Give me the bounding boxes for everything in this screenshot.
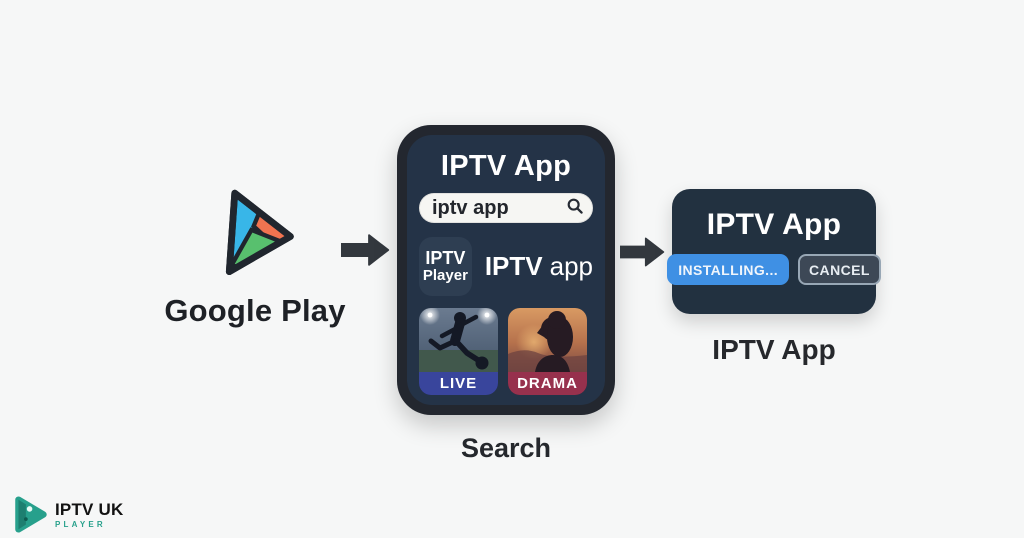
brand-logo: IPTV UK PLAYER bbox=[12, 495, 123, 534]
app-tile-line2: Player bbox=[422, 267, 468, 285]
thumbnail-drama-label: DRAMA bbox=[508, 372, 587, 395]
thumbnail-live-label: LIVE bbox=[419, 372, 498, 395]
arrow-right-icon bbox=[340, 229, 390, 271]
thumbnail-drama[interactable]: DRAMA bbox=[508, 308, 587, 395]
google-play-logo-group: Google Play bbox=[160, 184, 350, 329]
play-button-icon bbox=[12, 495, 49, 534]
thumbnail-live[interactable]: LIVE bbox=[419, 308, 498, 395]
result-name-rest: app bbox=[549, 251, 593, 281]
search-bar[interactable] bbox=[419, 193, 593, 223]
woman-silhouette-scene bbox=[508, 308, 587, 372]
magnifier-icon[interactable] bbox=[566, 197, 584, 220]
arrow-right-icon bbox=[619, 233, 665, 271]
phone-screen-title: IPTV App bbox=[440, 150, 572, 182]
cancel-button[interactable]: CANCEL bbox=[798, 254, 881, 285]
install-step-caption: IPTV App bbox=[712, 334, 836, 365]
google-play-icon bbox=[204, 181, 307, 287]
install-dialog: IPTV App INSTALLING... CANCEL bbox=[667, 189, 881, 314]
app-tile-line1: IPTV bbox=[425, 248, 466, 269]
search-input[interactable] bbox=[430, 195, 566, 221]
brand-name: IPTV UK bbox=[55, 499, 124, 519]
brand-text: IPTV UK PLAYER bbox=[55, 501, 123, 529]
search-step-caption: Search bbox=[460, 433, 552, 463]
app-icon-tile[interactable]: IPTV Player bbox=[419, 237, 472, 296]
result-name-bold: IPTV bbox=[484, 251, 543, 281]
install-dialog-buttons: INSTALLING... CANCEL bbox=[667, 254, 881, 285]
soccer-player-scene bbox=[419, 308, 498, 372]
google-play-label: Google Play bbox=[164, 293, 346, 328]
install-dialog-title: IPTV App bbox=[706, 208, 842, 241]
thumbnail-row: LIVE bbox=[419, 308, 593, 395]
brand-subtitle: PLAYER bbox=[55, 519, 106, 529]
installing-button[interactable]: INSTALLING... bbox=[667, 254, 790, 285]
